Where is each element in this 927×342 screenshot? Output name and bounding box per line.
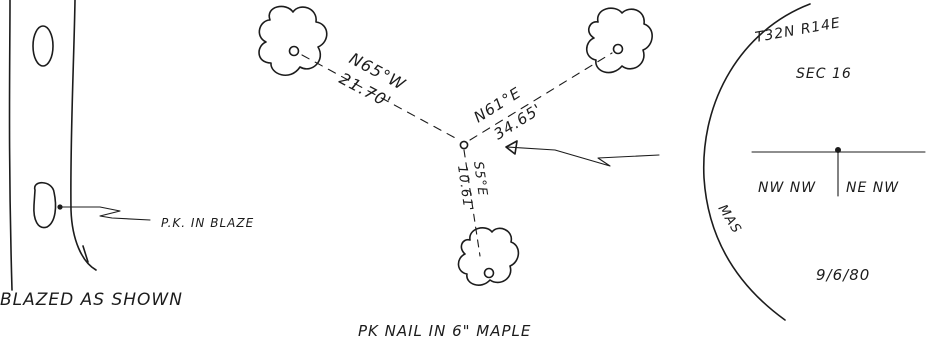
pk-leader-line: [61, 206, 151, 221]
corner-arrow-head: [505, 140, 518, 155]
tree-symbol-nw: [258, 5, 328, 77]
section-label: SEC 16: [796, 66, 852, 82]
tree-symbol-s: [457, 227, 520, 286]
quarter-right-label: NE NW: [846, 180, 899, 196]
township-range-label: T32N R14E: [754, 15, 842, 46]
tree-trunk-right-edge: [70, 0, 97, 271]
surveyor-initials: MAS: [715, 202, 744, 237]
tie-line-ne: [469, 52, 613, 141]
pk-in-blaze-label: P.K. IN BLAZE: [161, 216, 254, 230]
s-distance-label: 10.61': [454, 164, 475, 212]
lower-blaze: [33, 181, 57, 229]
section-stamp: T32N R14E SEC 16 NW NW NE NW MAS 9/6/80: [702, 3, 926, 321]
corner-arrow-line: [506, 146, 660, 167]
quarter-left-label: NW NW: [758, 180, 816, 196]
tie-line-nw: [301, 54, 460, 141]
tree-root-mark: [82, 245, 89, 263]
blazed-tree: P.K. IN BLAZE BLAZED AS SHOWN: [0, 0, 254, 310]
pk-nail-caption: PK NAIL IN 6" MAPLE: [358, 322, 531, 340]
tree-trunk-left-edge: [8, 0, 13, 291]
blazed-caption: BLAZED AS SHOWN: [0, 290, 183, 310]
survey-date: 9/6/80: [816, 266, 870, 284]
stamp-arc: [702, 3, 811, 321]
reference-ties: N65°W 21.70' N61°E 34.65' S5°E 10.61' PK…: [258, 5, 660, 340]
upper-blaze: [32, 25, 54, 67]
corner-point: [459, 140, 469, 150]
tie-line-s: [463, 149, 481, 257]
quarter-corner-point: [835, 147, 841, 153]
s-bearing-label: S5°E: [470, 160, 490, 197]
tree-symbol-ne: [585, 7, 653, 74]
pk-nail-point: [57, 204, 63, 210]
